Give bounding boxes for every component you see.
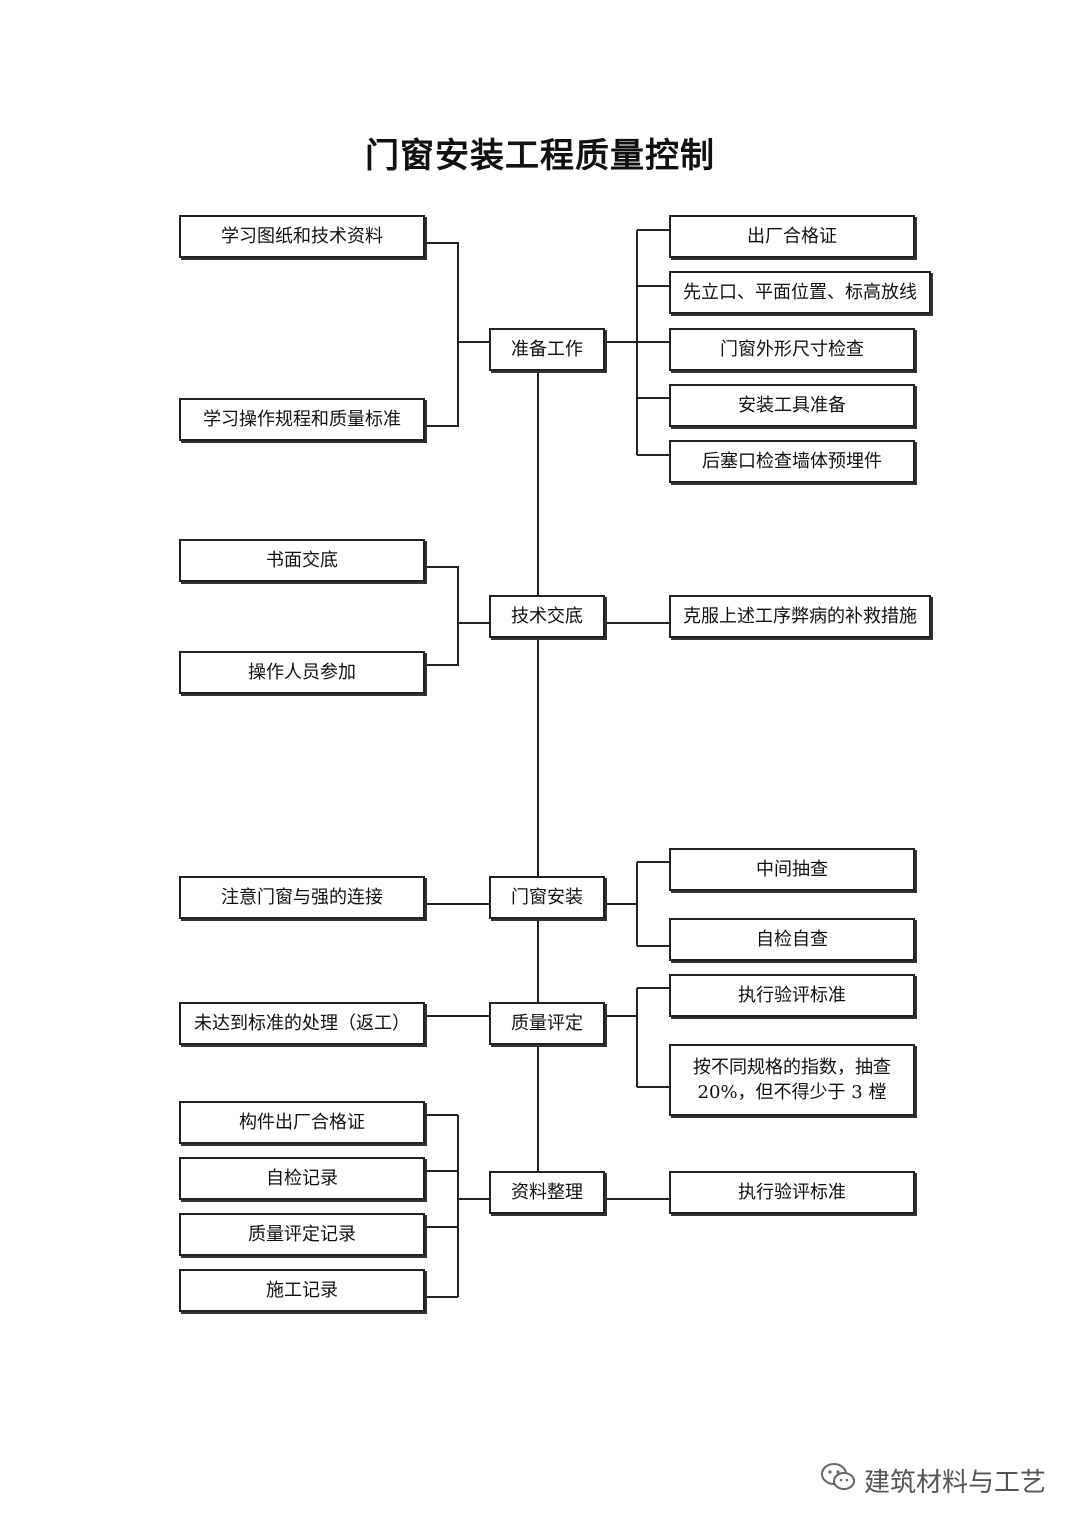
right-sampling-line-2: 20%，但不得少于 3 樘 [697,1082,887,1103]
right-sampling: 按不同规格的指数，抽查 20%，但不得少于 3 樘 [669,1044,915,1116]
left-study-drawings-label: 学习图纸和技术资料 [221,225,383,247]
right-sampling-line-1: 按不同规格的指数，抽查 [693,1056,891,1078]
right-selfcheck-label: 自检自查 [756,928,828,950]
watermark: 建筑材料与工艺 [820,1462,1046,1499]
left-staff-participate: 操作人员参加 [179,651,425,694]
left-component-cert-label: 构件出厂合格证 [239,1111,365,1133]
left-component-cert: 构件出厂合格证 [179,1101,425,1144]
stage-quality-assessment: 质量评定 [489,1002,605,1045]
right-standard-2: 执行验评标准 [669,1171,915,1214]
right-remedy: 克服上述工序弊病的补救措施 [669,595,931,638]
left-construction-record: 施工记录 [179,1269,425,1312]
right-midcheck-label: 中间抽查 [756,858,828,880]
left-study-rules-label: 学习操作规程和质量标准 [203,408,401,430]
left-wall-connection: 注意门窗与强的连接 [179,876,425,919]
right-factory-cert: 出厂合格证 [669,215,915,258]
right-tools-prep: 安装工具准备 [669,384,915,427]
left-staff-participate-label: 操作人员参加 [248,661,356,683]
right-remedy-label: 克服上述工序弊病的补救措施 [683,605,917,627]
right-embedded-check: 后塞口检查墙体预埋件 [669,440,915,483]
left-quality-record: 质量评定记录 [179,1213,425,1256]
right-tools-prep-label: 安装工具准备 [738,394,846,416]
stage-installation: 门窗安装 [489,876,605,919]
stage-preparation-label: 准备工作 [511,338,583,360]
right-standard-1-label: 执行验评标准 [738,984,846,1006]
left-rework: 未达到标准的处理（返工） [179,1002,425,1045]
left-wall-connection-label: 注意门窗与强的连接 [221,886,383,908]
stage-technical-briefing-label: 技术交底 [511,605,583,627]
left-quality-record-label: 质量评定记录 [248,1223,356,1245]
stage-documentation: 资料整理 [489,1171,605,1214]
left-rework-label: 未达到标准的处理（返工） [194,1012,410,1034]
stage-quality-assessment-label: 质量评定 [511,1012,583,1034]
left-study-drawings: 学习图纸和技术资料 [179,215,425,258]
right-embedded-check-label: 后塞口检查墙体预埋件 [702,450,882,472]
left-study-rules: 学习操作规程和质量标准 [179,398,425,441]
right-standard-1: 执行验评标准 [669,974,915,1017]
right-standard-2-label: 执行验评标准 [738,1181,846,1203]
stage-installation-label: 门窗安装 [511,886,583,908]
left-selfcheck-record-label: 自检记录 [266,1167,338,1189]
diagram-title: 门窗安装工程质量控制 [365,136,715,176]
wechat-icon [820,1462,856,1499]
left-written-briefing: 书面交底 [179,539,425,582]
right-dimension-check-label: 门窗外形尺寸检查 [720,338,864,360]
stage-preparation: 准备工作 [489,328,605,371]
stage-documentation-label: 资料整理 [511,1181,583,1203]
left-construction-record-label: 施工记录 [266,1279,338,1301]
right-positioning-label: 先立口、平面位置、标高放线 [683,281,917,303]
right-dimension-check: 门窗外形尺寸检查 [669,328,915,371]
left-selfcheck-record: 自检记录 [179,1157,425,1200]
right-selfcheck: 自检自查 [669,918,915,961]
stage-technical-briefing: 技术交底 [489,595,605,638]
right-factory-cert-label: 出厂合格证 [747,225,837,247]
right-midcheck: 中间抽查 [669,848,915,891]
right-positioning: 先立口、平面位置、标高放线 [669,271,931,314]
left-written-briefing-label: 书面交底 [266,549,338,571]
watermark-text: 建筑材料与工艺 [863,1468,1046,1498]
